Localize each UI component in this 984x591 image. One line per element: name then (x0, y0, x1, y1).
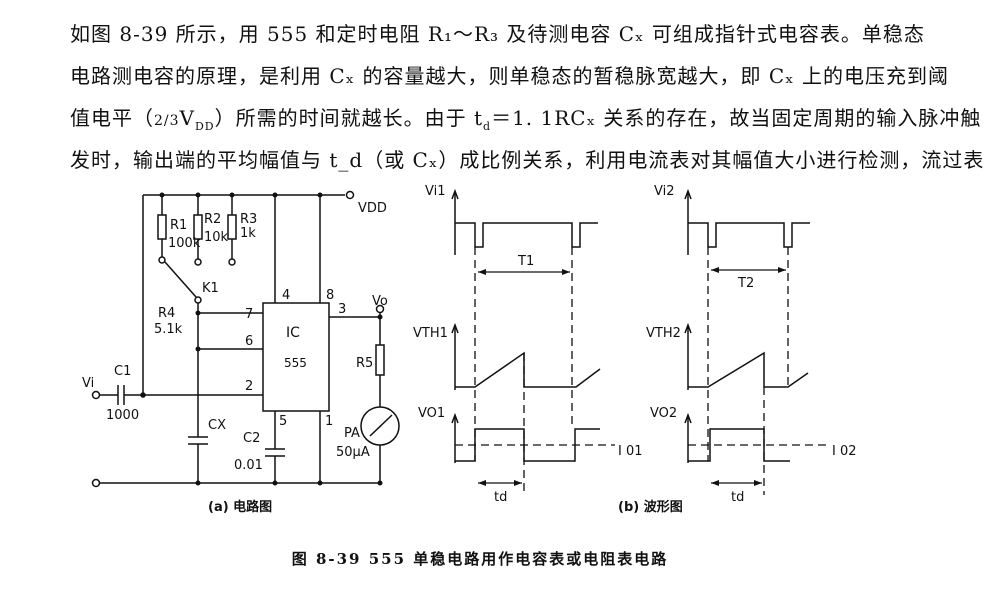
ic-555-body (262, 302, 330, 412)
td-left-label: td (494, 490, 507, 505)
vo2-waveform (688, 428, 790, 462)
paragraph-line-2: 电路测电容的原理，是利用 Cₓ 的容量越大，则单稳态的暂稳脉宽越大，即 Cₓ 上… (70, 64, 949, 88)
pin1-label: 1 (325, 414, 333, 429)
r4-value: 5.1k (154, 322, 183, 337)
r3-value: 1k (240, 226, 256, 241)
vi1-waveform (455, 222, 598, 248)
t1-label: T1 (517, 254, 534, 269)
c1-label: C1 (114, 364, 131, 379)
vi2-label: Vi2 (654, 184, 675, 199)
cx-label: CX (208, 418, 226, 433)
vdd-label: VDD (358, 201, 387, 216)
vi-terminal (91, 390, 101, 400)
ic-label: IC (286, 325, 300, 341)
fraction-two-thirds: 2/3 (154, 113, 180, 129)
vth2-waveform (688, 351, 809, 388)
vi2-waveform (688, 222, 810, 248)
r2-value: 10k (204, 230, 229, 245)
k1-label: K1 (202, 281, 219, 296)
r5-label: R5 (356, 356, 373, 371)
paragraph-line-4: 发时，输出端的平均幅值与 t_d（或 Cₓ）成比例关系，利用电流表对其幅值大小进… (70, 148, 984, 172)
waveform-caption: (b) 波形图 (618, 499, 683, 515)
resistor-r5 (375, 344, 385, 376)
vth1-label: VTH1 (413, 326, 448, 341)
resistor-r1 (157, 214, 167, 240)
r1-value: 100k (168, 236, 201, 251)
circuit-caption: (a) 电路图 (208, 499, 272, 515)
resistor-r3 (227, 214, 237, 240)
waveform-diagram (451, 188, 810, 463)
vth1-waveform (455, 351, 601, 388)
vi-label: Vi (82, 376, 94, 391)
circuit-diagram (91, 190, 400, 488)
meter-needle-icon (369, 414, 393, 437)
pin5-label: 5 (279, 414, 287, 429)
r1-label: R1 (170, 218, 187, 233)
figure-8-39: VDD R1 100k R2 10k R3 1k K1 R4 5.1k IC 5… (82, 184, 857, 515)
vo-label: Vo (372, 294, 388, 309)
c2-value: 0.01 (234, 458, 263, 473)
r3-label: R3 (240, 212, 257, 227)
c1-value: 1000 (106, 408, 139, 423)
pin6-label: 6 (245, 334, 253, 349)
t2-label: T2 (737, 276, 754, 291)
paragraph-line-3: 值电平（2/3VDD）所需的时间就越长。由于 td＝1. 1RCₓ 关系的存在，… (70, 106, 982, 133)
pa-label: PA (344, 426, 360, 441)
pa-value: 50μA (336, 445, 370, 460)
pin4-label: 4 (282, 288, 290, 303)
vdd-terminal (345, 190, 355, 200)
figure-caption: 图 8-39 555 单稳电路用作电容表或电阻表电路 (291, 550, 669, 568)
pin3-label: 3 (338, 302, 346, 317)
paragraph-line-1: 如图 8-39 所示，用 555 和定时电阻 R₁～R₃ 及待测电容 Cₓ 可组… (70, 22, 925, 46)
r2-label: R2 (204, 212, 221, 227)
vo2-label: VO2 (650, 406, 677, 421)
vth2-label: VTH2 (646, 326, 681, 341)
ic-part-label: 555 (284, 356, 307, 370)
ground-terminal (91, 478, 101, 488)
vi1-label: Vi1 (425, 184, 446, 199)
switch-k1 (164, 261, 197, 298)
c2-label: C2 (243, 431, 260, 446)
td-right-label: td (731, 490, 744, 505)
r4-label: R4 (158, 306, 175, 321)
i01-label: I 01 (618, 444, 643, 459)
pin8-label: 8 (326, 288, 334, 303)
pin2-label: 2 (245, 379, 253, 394)
i02-label: I 02 (832, 444, 857, 459)
vo1-label: VO1 (418, 406, 445, 421)
pin7-label: 7 (245, 307, 253, 322)
